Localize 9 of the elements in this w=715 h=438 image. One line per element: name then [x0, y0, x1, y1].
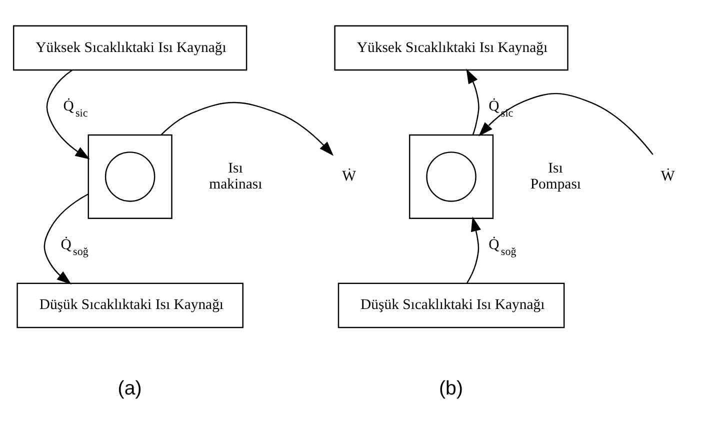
edge-label: Q̇$_{soğ}$: [60, 237, 88, 258]
node-label: Isı makinası: [209, 160, 262, 192]
node-label: Isı Pompası: [530, 160, 582, 192]
edge-label: Q̇$_{sic}$: [63, 98, 88, 120]
node-text: Ẇ: [342, 168, 356, 185]
label: (a): [118, 378, 142, 400]
label: (b): [439, 378, 463, 400]
edge-label: Q̇$_{soğ}$: [488, 237, 516, 258]
node-text: Ẇ: [660, 168, 675, 185]
